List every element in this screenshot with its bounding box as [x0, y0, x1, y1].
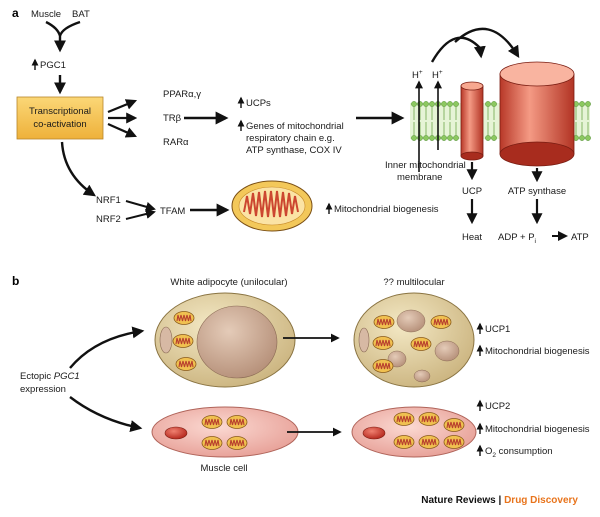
panel-a-label: a: [12, 6, 19, 20]
muscle-bat-merge-arrow: [45, 20, 81, 50]
genes-line-1: Genes of mitochondrial: [246, 121, 344, 132]
ectopic-label: Ectopic PGC1: [20, 371, 80, 382]
genes-line-2: respiratory chain e.g.: [246, 133, 335, 144]
muscle-cell: [151, 406, 299, 458]
bat-label: BAT: [72, 9, 90, 20]
rara-label: RARα: [163, 137, 189, 148]
expression-label: expression: [20, 384, 66, 395]
nrf1-to-tfam-arrow: [125, 200, 156, 212]
muscle-label: Muscle: [31, 9, 61, 20]
panel-b-label: b: [12, 274, 19, 288]
pgc1-label: PGC1: [40, 60, 66, 71]
multilocular-label: ?? multilocular: [383, 277, 444, 288]
trb-label: TRβ: [163, 113, 182, 124]
ectopic-to-muscle-arrow: [69, 396, 143, 432]
arrow-to-ppar: [107, 99, 138, 114]
heat-label: Heat: [462, 232, 482, 243]
muscle-cell-converted: [351, 406, 477, 458]
nrf2-label: NRF2: [96, 214, 121, 225]
atp-synthase-label: ATP synthase: [508, 186, 566, 197]
nrf1-label: NRF1: [96, 195, 121, 206]
coactivation-box: Transcriptional co-activation: [16, 96, 104, 140]
ucp-label: UCP: [462, 186, 482, 197]
atp-synthase-channel: [499, 61, 575, 167]
hplus-label-1: H+: [412, 69, 423, 81]
journal-credit: Nature Reviews | Drug Discovery: [421, 495, 578, 506]
mito-biogenesis-label-a: Mitochondrial biogenesis: [334, 204, 439, 215]
arrow-to-rara: [107, 122, 138, 138]
ppar-label: PPARα,γ: [163, 89, 201, 100]
credit-separator: |: [495, 495, 505, 506]
nrf2-to-tfam-arrow: [125, 209, 156, 220]
genes-line-3: ATP synthase, COX IV: [246, 145, 342, 156]
ucps-label: UCPs: [246, 98, 271, 109]
mito-biogenesis-label-b2: Mitochondrial biogenesis: [485, 424, 590, 435]
multilocular-adipocyte-cell: [353, 292, 475, 388]
white-adipocyte-cell: [154, 292, 296, 388]
membrane-label-1: Inner mitochondrial: [385, 160, 466, 171]
tfam-label: TFAM: [160, 206, 185, 217]
ucp1-label: UCP1: [485, 324, 510, 335]
ucp-channel: [460, 81, 484, 161]
proton-recirculation-arrow-2: [454, 27, 520, 59]
ucp2-label: UCP2: [485, 401, 510, 412]
white-adipocyte-label: White adipocyte (unilocular): [170, 277, 287, 288]
o2-consumption-label: O2 consumption: [485, 446, 553, 459]
arrow-coactivation-to-nrf: [60, 141, 96, 197]
ectopic-to-adipocyte-arrow: [69, 326, 145, 369]
muscle-cell-label: Muscle cell: [201, 463, 248, 474]
mito-biogenesis-label-b1: Mitochondrial biogenesis: [485, 346, 590, 357]
atp-label: ATP: [571, 232, 589, 243]
coactivation-line-2: co-activation: [33, 119, 86, 130]
mitochondrion-icon: [231, 180, 313, 232]
journal-name: Drug Discovery: [504, 495, 578, 506]
adp-pi-label: ADP + Pi: [498, 232, 536, 245]
membrane-label-2: membrane: [397, 172, 442, 183]
publisher-name: Nature Reviews: [421, 495, 496, 506]
hplus-label-2: H+: [432, 69, 443, 81]
coactivation-line-1: Transcriptional: [29, 106, 91, 117]
